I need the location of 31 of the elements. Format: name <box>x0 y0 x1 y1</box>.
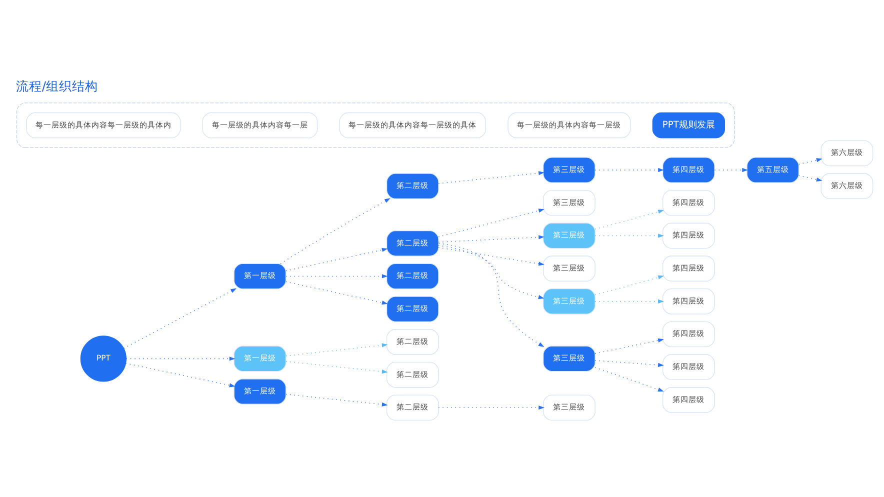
arrow <box>286 360 388 374</box>
arrow <box>798 174 822 182</box>
arrow <box>286 342 388 356</box>
arrow <box>798 158 822 164</box>
arrow <box>594 298 664 303</box>
arrow <box>286 393 388 406</box>
arrow <box>714 167 748 172</box>
arrow <box>123 288 237 348</box>
arrow <box>594 233 664 238</box>
arrow <box>594 209 664 230</box>
cluster <box>16 102 735 148</box>
node-box: PPT规则发展 <box>652 112 726 138</box>
arrow <box>594 274 664 295</box>
arrow <box>438 246 544 266</box>
arrow <box>438 405 544 410</box>
arrow <box>125 362 236 387</box>
arrow <box>594 167 664 172</box>
arrow <box>438 242 544 347</box>
arrow <box>438 234 544 242</box>
diagram-title: 流程/组织结构 <box>16 78 98 94</box>
arrow <box>594 360 664 367</box>
arrow <box>438 208 544 237</box>
arrow <box>438 244 544 299</box>
arrow <box>286 247 388 271</box>
arrow <box>594 366 664 392</box>
arrow <box>286 274 388 278</box>
arrow <box>286 280 388 304</box>
arrow <box>126 356 236 360</box>
arrow <box>438 170 544 184</box>
arrow <box>594 338 664 354</box>
arrow <box>280 198 390 264</box>
